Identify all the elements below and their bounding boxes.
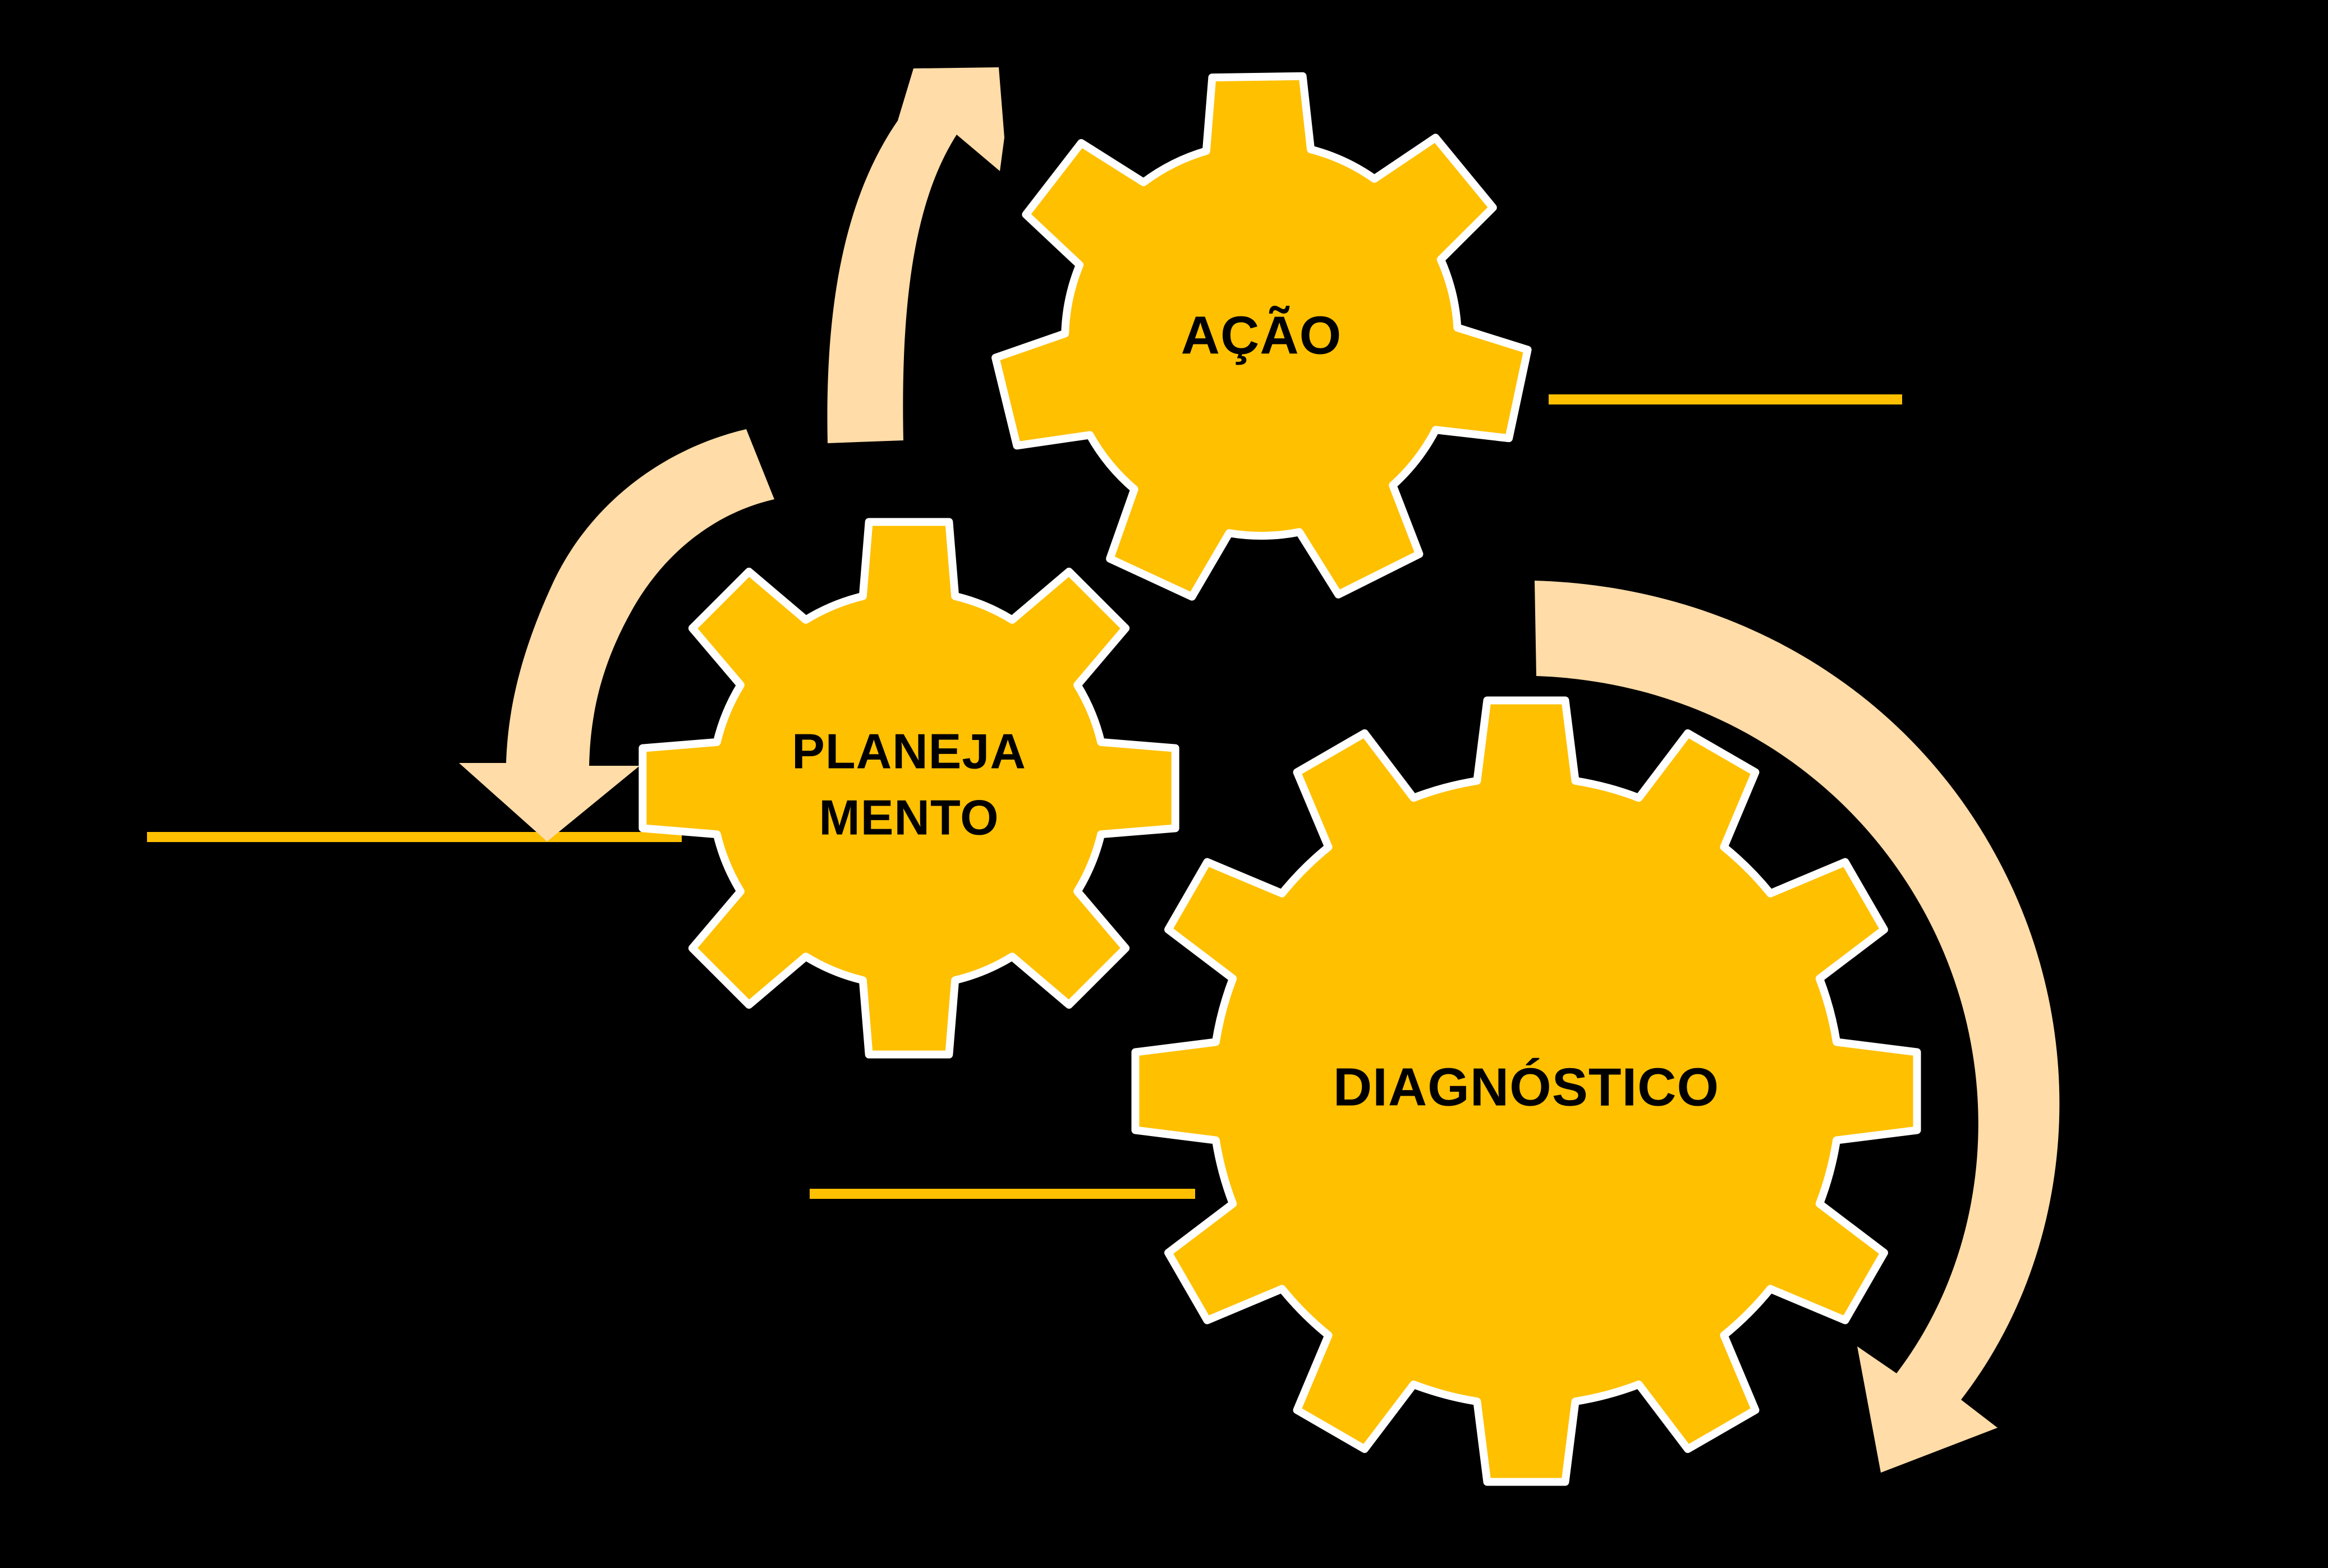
gear-acao-shape[interactable] <box>991 72 1532 601</box>
gear-diagnostico[interactable]: DIAGNÓSTICO <box>1131 696 1921 1486</box>
gear-diagnostico-shape[interactable] <box>1131 696 1921 1486</box>
arrow-up-to-acao-icon <box>827 67 1004 443</box>
arrows-group <box>459 67 2060 1473</box>
gear-acao-label: AÇÃO <box>1181 305 1342 365</box>
gear-planejamento-shape[interactable] <box>639 518 1179 1059</box>
gear-acao[interactable]: AÇÃO <box>991 72 1532 601</box>
gear-planejamento[interactable]: PLANEJA MENTO <box>639 518 1179 1059</box>
arrow-down-to-planejamento-icon <box>459 429 774 842</box>
gears-group: AÇÃO PLANEJA MENTO DIAGNÓSTICO <box>639 72 1921 1486</box>
gear-planejamento-label-line2: MENTO <box>819 789 999 845</box>
gear-planejamento-label-line1: PLANEJA <box>792 723 1026 779</box>
connector-lines-group <box>147 394 1902 1199</box>
gear-diagnostico-label: DIAGNÓSTICO <box>1333 1057 1719 1117</box>
arrow-around-diagnostico-icon <box>1535 581 2060 1473</box>
